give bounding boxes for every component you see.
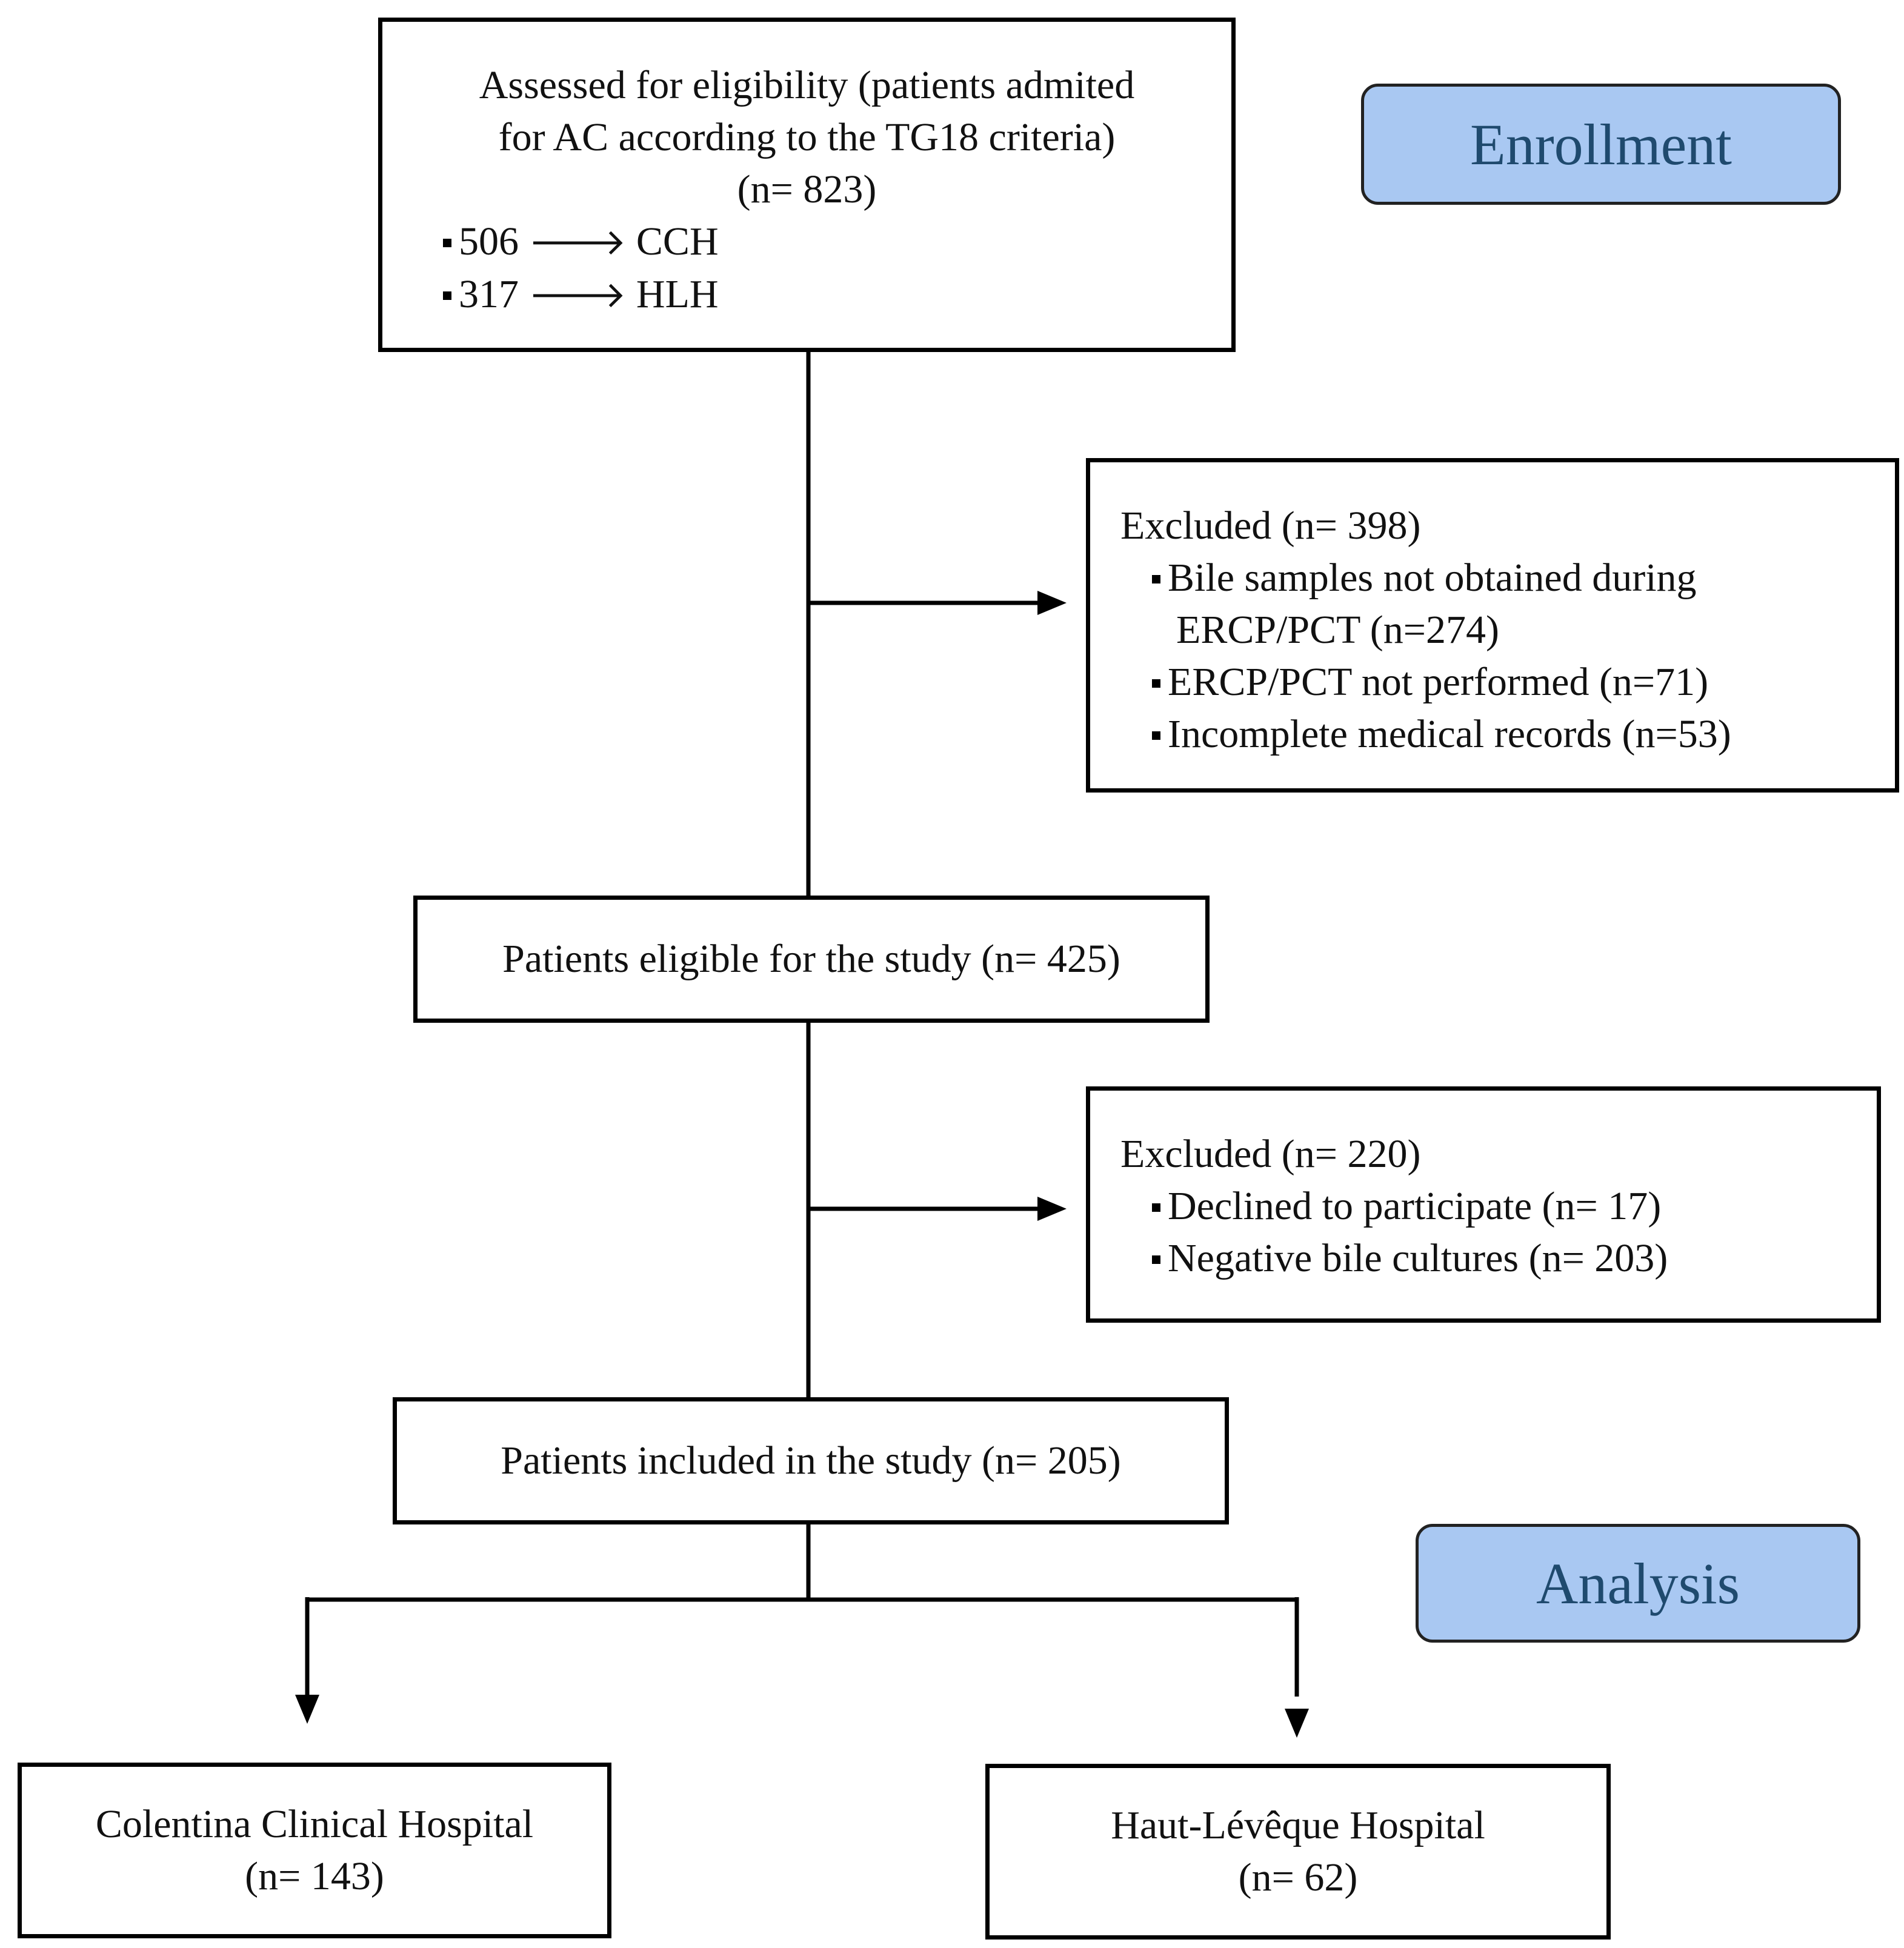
haut-leveque-name: Haut-Lévêque Hospital xyxy=(1111,1803,1485,1847)
site-item-hlh: 317 🡒 HLH xyxy=(443,268,1231,321)
excluded-2-reason-2: Negative bile cultures (n= 203) xyxy=(1168,1236,1668,1280)
colentina-name: Colentina Clinical Hospital xyxy=(95,1802,534,1846)
site-count: 506 xyxy=(459,219,519,264)
exclusion-arrowhead-2 xyxy=(1037,1197,1067,1221)
excluded-1-title: Excluded (n= 398) xyxy=(1120,504,1421,548)
site-label: HLH xyxy=(636,272,719,316)
analysis-text: Analysis xyxy=(1536,1551,1740,1616)
excluded-box-1: Excluded (n= 398) Bile samples not obtai… xyxy=(1086,458,1899,793)
assessed-site-list: 506 🡒 CCH 317 🡒 HLH xyxy=(443,216,1231,321)
bullet-icon xyxy=(1152,575,1160,583)
excluded-1-reason-1-line-2: ERCP/PCT (n=274) xyxy=(1176,608,1499,652)
right-arrow-icon: 🡒 xyxy=(528,274,627,316)
analysis-stage-label: Analysis xyxy=(1416,1524,1860,1643)
excluded-1-reason-3: Incomplete medical records (n=53) xyxy=(1168,712,1731,756)
eligible-text: Patients eligible for the study (n= 425) xyxy=(502,937,1120,981)
excluded-2-reason: Negative bile cultures (n= 203) xyxy=(1152,1232,1877,1285)
site-label: CCH xyxy=(636,219,719,264)
excluded-1-reasons: Bile samples not obtained during ERCP/PC… xyxy=(1152,552,1895,760)
right-arrowhead xyxy=(1285,1709,1309,1738)
excluded-1-reason: Bile samples not obtained during xyxy=(1152,552,1895,604)
bullet-icon xyxy=(1152,1255,1160,1264)
assessed-box: Assessed for eligibility (patients admit… xyxy=(378,18,1236,352)
excluded-1-reason: Incomplete medical records (n=53) xyxy=(1152,708,1895,760)
excluded-1-reason: ERCP/PCT not performed (n=71) xyxy=(1152,656,1895,708)
included-text: Patients included in the study (n= 205) xyxy=(501,1438,1121,1483)
haut-leveque-count: (n= 62) xyxy=(1238,1855,1358,1900)
bullet-icon xyxy=(443,291,451,300)
excluded-1-reason-2: ERCP/PCT not performed (n=71) xyxy=(1168,660,1709,704)
site-item-cch: 506 🡒 CCH xyxy=(443,216,1231,268)
excluded-2-reason: Declined to participate (n= 17) xyxy=(1152,1180,1877,1232)
assessed-line-2: for AC according to the TG18 criteria) xyxy=(498,115,1116,159)
bullet-icon xyxy=(1152,679,1160,688)
left-arrowhead xyxy=(295,1695,319,1724)
excluded-1-reason-continued: ERCP/PCT (n=274) xyxy=(1152,604,1895,656)
bullet-icon xyxy=(1152,731,1160,740)
enrollment-text: Enrollment xyxy=(1470,111,1732,177)
site-count: 317 xyxy=(459,272,519,316)
colentina-count: (n= 143) xyxy=(245,1854,384,1898)
enrollment-stage-label: Enrollment xyxy=(1361,84,1841,205)
assessed-count: (n= 823) xyxy=(737,167,877,211)
excluded-2-reason-1: Declined to participate (n= 17) xyxy=(1168,1184,1662,1228)
exclusion-arrowhead-1 xyxy=(1037,591,1067,615)
colentina-hospital-box: Colentina Clinical Hospital (n= 143) xyxy=(18,1763,611,1938)
included-box: Patients included in the study (n= 205) xyxy=(393,1397,1229,1524)
bullet-icon xyxy=(443,239,451,247)
haut-leveque-hospital-box: Haut-Lévêque Hospital (n= 62) xyxy=(985,1764,1611,1940)
excluded-box-2: Excluded (n= 220) Declined to participat… xyxy=(1086,1086,1881,1323)
excluded-1-reason-1-line-1: Bile samples not obtained during xyxy=(1168,556,1697,600)
excluded-2-reasons: Declined to participate (n= 17) Negative… xyxy=(1152,1180,1877,1285)
bullet-icon xyxy=(1152,1203,1160,1212)
excluded-2-title: Excluded (n= 220) xyxy=(1120,1132,1421,1176)
eligible-box: Patients eligible for the study (n= 425) xyxy=(413,896,1210,1023)
assessed-line-1: Assessed for eligibility (patients admit… xyxy=(479,63,1135,107)
right-arrow-icon: 🡒 xyxy=(528,221,627,264)
